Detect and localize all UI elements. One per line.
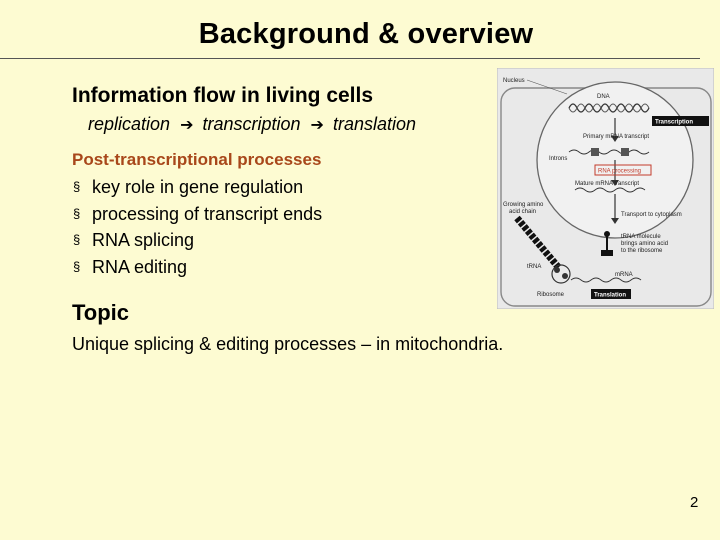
transcription-tag — [652, 116, 709, 126]
cytoplasm-mrna-strand — [570, 277, 642, 283]
bullet-icon: § — [73, 258, 81, 274]
label-trna: tRNA — [527, 264, 541, 270]
arrow-down-icon — [611, 218, 619, 224]
label-nucleus: Nucleus — [503, 78, 525, 84]
flow-step-replication: replication — [88, 114, 171, 134]
rna-processing-box — [594, 164, 652, 176]
list-item-text: processing of transcript ends — [92, 203, 323, 224]
gene-expression-diagram: Nucleus DNA Transcription Primary mRNA t… — [497, 68, 714, 309]
label-dna: DNA — [597, 94, 610, 100]
list-item-text: RNA splicing — [92, 230, 195, 250]
ribosome-shape — [551, 264, 571, 284]
topic-heading: Topic — [72, 300, 130, 325]
arrow-right-icon: ➔ — [310, 117, 324, 134]
post-transcriptional-heading: Post-transcriptional processes — [72, 150, 322, 169]
list-item-text: RNA editing — [92, 256, 188, 277]
page-number: 2 — [690, 494, 699, 511]
label-mature-mrna: Mature mRNA transcript — [575, 181, 639, 187]
list-item: § RNA splicing — [72, 227, 322, 254]
leader-line — [526, 79, 568, 95]
label-trna-3: to the ribosome — [621, 248, 663, 254]
label-translation: Translation — [594, 293, 626, 299]
trna-molecule — [601, 231, 613, 256]
mature-mrna-strand — [574, 187, 646, 193]
label-primary-transcript: Primary mRNA transcript — [583, 134, 649, 140]
gene-expression-figure: Nucleus DNA Transcription Primary mRNA t… — [497, 68, 714, 309]
primary-transcript-strand — [568, 149, 650, 155]
list-item-text: key role in gene regulation — [92, 177, 304, 197]
post-transcriptional-list: § key role in gene regulation § processing… — [72, 174, 322, 280]
label-rna-processing: RNA processing — [598, 169, 641, 175]
label-transcription: Transcription — [655, 120, 693, 126]
label-growing-chain-2: acid chain — [509, 209, 536, 215]
title-rule — [20, 58, 700, 59]
info-flow-heading: Information flow in living cells — [72, 84, 374, 107]
flow-step-translation: translation — [332, 114, 417, 134]
bullet-icon: § — [73, 205, 81, 221]
label-transport: Transport to cytoplasm — [621, 212, 682, 218]
dna-helix-strand — [568, 103, 650, 113]
topic-text: Unique splicing & editing processes – in… — [72, 334, 504, 354]
label-growing-chain: Growing amino — [503, 202, 544, 208]
slide-title: Background & overview — [198, 18, 534, 50]
list-item: § key role in gene regulation — [72, 174, 322, 201]
label-mrna: mRNA — [615, 272, 633, 278]
label-trna-2: brings amino acid — [621, 241, 668, 247]
intron-block — [591, 148, 599, 156]
arrow-down-icon — [611, 180, 619, 186]
list-item: § RNA editing — [72, 254, 322, 281]
label-ribosome: Ribosome — [537, 292, 565, 298]
info-flow-line: replication ➔ transcription ➔ translatio… — [88, 114, 416, 135]
label-trna-1: tRNA molecule — [621, 234, 661, 240]
bullet-icon: § — [73, 232, 81, 247]
label-introns: Introns — [549, 156, 567, 162]
intron-block — [621, 148, 629, 156]
translation-tag — [591, 289, 631, 299]
arrow-right-icon: ➔ — [180, 117, 194, 134]
flow-step-transcription: transcription — [202, 114, 301, 134]
bullet-icon: § — [73, 179, 81, 194]
arrow-down-icon — [611, 136, 619, 142]
list-item: § processing of transcript ends — [72, 201, 322, 228]
